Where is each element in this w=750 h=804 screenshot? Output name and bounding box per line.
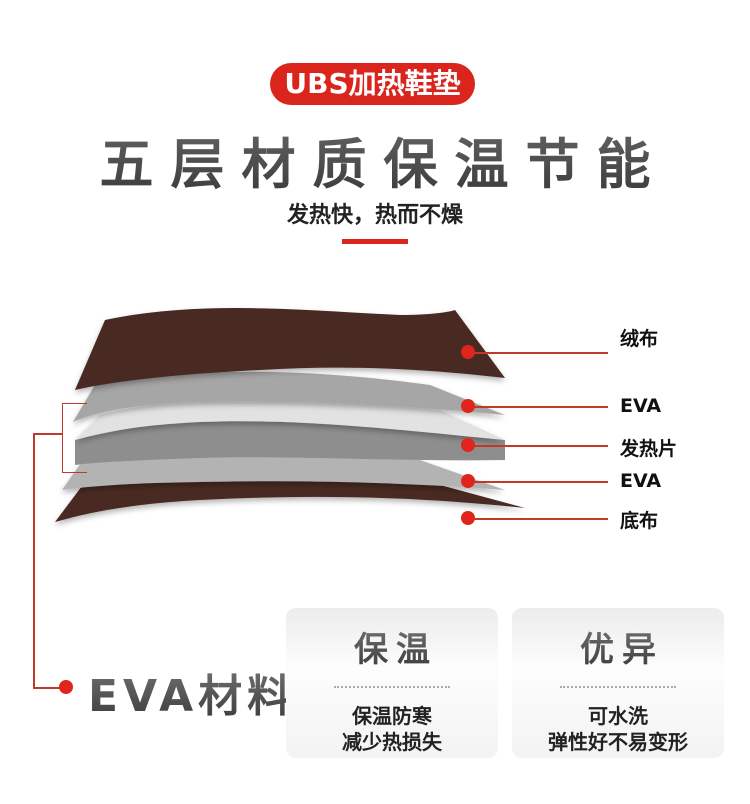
page-title: 五层材质保温节能 (0, 120, 750, 199)
feature-card-warmth: 保温 保温防寒 减少热损失 (286, 608, 498, 758)
feature-card-excellent: 优异 可水洗 弹性好不易变形 (512, 608, 724, 758)
eva-connector-horizontal-top (33, 433, 63, 435)
title-divider (342, 239, 408, 244)
card-line: 弹性好不易变形 (548, 730, 688, 754)
layer-eva-upper (73, 371, 505, 422)
callout-dot-5 (461, 511, 475, 525)
layer-label-base-fabric: 底布 (620, 510, 659, 532)
callout-dot-2 (461, 399, 475, 413)
callout-dot-1 (461, 345, 475, 359)
card-line: 减少热损失 (342, 730, 442, 754)
callout-line-4 (470, 481, 608, 483)
eva-dot (59, 680, 73, 694)
card-heading: 保温 (286, 622, 498, 671)
eva-connector-vertical (33, 433, 35, 688)
callout-line-5 (470, 518, 608, 520)
layer-label-eva-lower: EVA (620, 470, 662, 492)
page-subtitle: 发热快，热而不燥 (286, 203, 463, 228)
eva-connector-horizontal-bottom (33, 687, 63, 689)
eva-bracket (62, 403, 87, 473)
callout-line-1 (470, 352, 608, 354)
eva-material-title: EVA材料 (88, 660, 296, 724)
card-heading: 优异 (512, 622, 724, 671)
layer-label-heating-sheet: 发热片 (620, 438, 678, 460)
product-badge: UBS加热鞋垫 (270, 63, 475, 105)
callout-dot-3 (461, 438, 475, 452)
card-divider (334, 686, 450, 688)
callout-line-3 (470, 445, 608, 447)
card-divider (560, 686, 676, 688)
card-line: 保温防寒 (352, 704, 432, 728)
card-line: 可水洗 (588, 704, 648, 728)
layer-diagram (55, 308, 525, 522)
layer-label-fleece: 绒布 (620, 328, 659, 350)
callout-dot-4 (461, 474, 475, 488)
callout-line-2 (470, 406, 608, 408)
layer-label-eva-upper: EVA (620, 395, 662, 417)
layer-fleece (75, 308, 505, 390)
